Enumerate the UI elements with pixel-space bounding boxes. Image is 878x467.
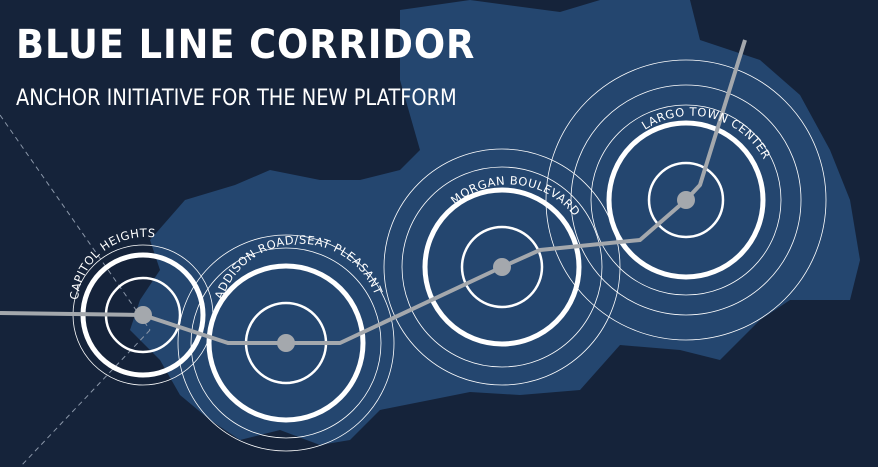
station-ring [590,104,782,296]
station-ring [647,161,725,239]
station-dot-morgan-boulevard[interactable] [493,258,511,276]
station-dot-addison-road[interactable] [277,334,295,352]
station-ring [401,166,603,368]
station-ring [606,120,766,280]
station-dot-largo-town-center[interactable] [677,191,695,209]
page-title: BLUE LINE CORRIDOR [16,22,476,68]
station-ring [460,225,544,309]
station-ring [177,234,395,452]
station-ring [422,187,582,347]
station-dot-capitol-heights[interactable] [134,306,152,324]
boundary-dashed-line [0,114,151,467]
station-ring [190,247,382,439]
corridor-region [130,0,860,445]
page-subtitle: ANCHOR INITIATIVE FOR THE NEW PLATFORM [16,86,457,111]
station-ring [383,148,621,386]
station-ring [545,59,827,341]
blue-line-rail [0,39,747,345]
station-ring [570,84,802,316]
station-ring [206,263,366,423]
